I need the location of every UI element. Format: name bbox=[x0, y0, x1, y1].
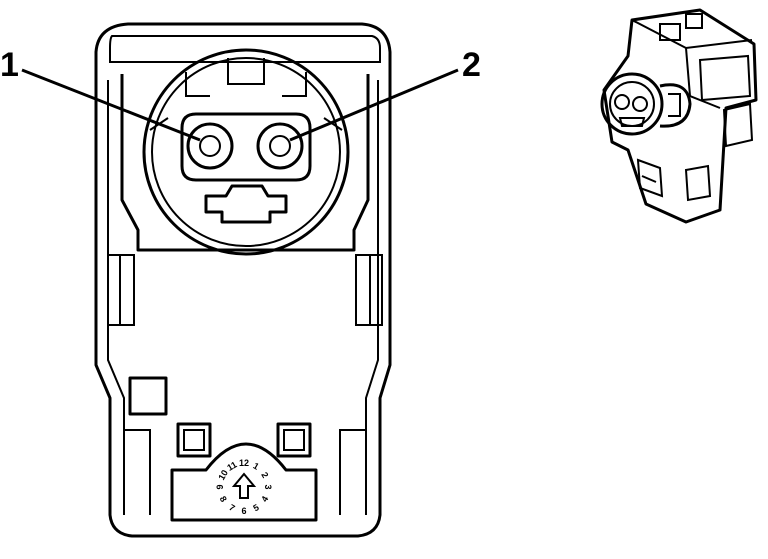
terminal-2-cavity bbox=[256, 122, 304, 170]
lower-mid-right-window bbox=[276, 422, 312, 458]
dial-number-12: 12 bbox=[239, 458, 249, 468]
terminal-2-pin bbox=[269, 135, 291, 157]
dial-number-5: 5 bbox=[251, 502, 260, 513]
right-side-rail bbox=[365, 80, 379, 515]
dial-number-4: 4 bbox=[259, 494, 270, 503]
socket-upper-detail bbox=[185, 72, 307, 97]
dial-number-8: 8 bbox=[218, 494, 229, 503]
iso-terminal-2 bbox=[632, 96, 648, 112]
dial-number-11: 11 bbox=[225, 459, 238, 472]
callout-1-leader bbox=[21, 68, 201, 142]
dial-number-10: 10 bbox=[216, 468, 230, 482]
clock-dial-plate bbox=[170, 442, 318, 522]
iso-terminal-1 bbox=[614, 94, 630, 110]
dial-number-6: 6 bbox=[241, 506, 246, 516]
iso-latch bbox=[659, 83, 692, 128]
housing-top-lip bbox=[109, 35, 381, 63]
callout-2-label: 2 bbox=[462, 46, 481, 84]
inner-housing bbox=[120, 74, 370, 252]
iso-top-face bbox=[631, 19, 753, 109]
keying-block bbox=[204, 184, 288, 224]
dial-number-3: 3 bbox=[263, 484, 273, 489]
terminal-carrier bbox=[180, 112, 312, 182]
callout-2-leader bbox=[289, 68, 459, 142]
iso-socket-ring bbox=[600, 72, 664, 136]
dial-number-1: 1 bbox=[251, 461, 260, 472]
callout-1-label: 1 bbox=[0, 46, 19, 84]
dial-number-9: 9 bbox=[215, 484, 225, 489]
dial-number-2: 2 bbox=[259, 470, 270, 479]
lower-mid-left-window bbox=[176, 422, 212, 458]
terminal-1-pin bbox=[199, 135, 221, 157]
socket-outer-ring bbox=[142, 48, 350, 256]
dial-number-7: 7 bbox=[227, 502, 236, 513]
connector-isometric-view bbox=[600, 8, 758, 224]
housing-outline bbox=[94, 22, 392, 538]
lower-left-window bbox=[128, 376, 168, 416]
orientation-arrow bbox=[231, 472, 257, 499]
socket-key-slot bbox=[227, 58, 265, 85]
socket-inner-ring bbox=[151, 57, 341, 247]
left-side-rail bbox=[107, 80, 125, 515]
terminal-1-cavity bbox=[186, 122, 234, 170]
